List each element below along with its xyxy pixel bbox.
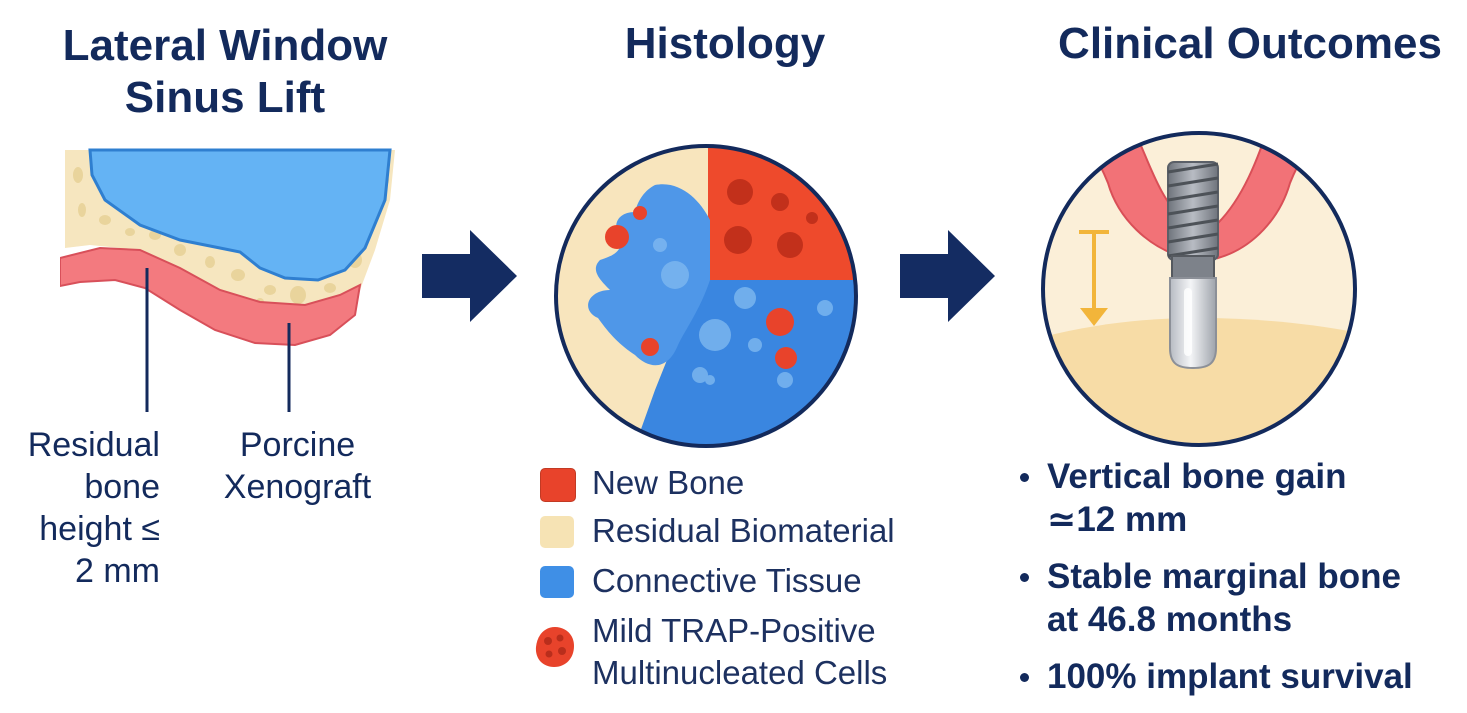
outcome-line: Stable marginal bone xyxy=(1047,557,1401,596)
histology-legend: New Bone Residual Biomaterial Connective… xyxy=(530,462,950,702)
outcome-line: Vertical bone gain xyxy=(1047,457,1347,496)
vertical-gain-arrow-icon xyxy=(1079,230,1109,326)
right-arrow-icon xyxy=(422,230,517,322)
bullet-dot xyxy=(1020,573,1029,582)
residual-label-line: height ≤ xyxy=(39,510,160,548)
bullet-dot xyxy=(1020,673,1029,682)
outcome-implant-survival: 100% implant survival xyxy=(1047,655,1413,698)
gingiva-band-shape xyxy=(60,246,362,347)
new-bone-swatch xyxy=(540,468,576,502)
xenograft-label-line: Porcine xyxy=(239,426,356,464)
connective-tissue-swatch xyxy=(540,566,574,598)
outcome-line: ≃12 mm xyxy=(1047,500,1188,539)
dental-implant-icon xyxy=(1167,161,1219,370)
outcome-marginal-bone: Stable marginal bone at 46.8 months xyxy=(1047,555,1401,641)
outcomes-list: Vertical bone gain ≃12 mm Stable margina… xyxy=(1010,455,1460,705)
legend-connective-tissue: Connective Tissue xyxy=(592,562,862,599)
left-title-line1: Lateral Window xyxy=(62,21,388,70)
xenograft-label-line: Xenograft xyxy=(223,468,372,506)
histology-circle xyxy=(554,144,858,448)
left-title-line2: Sinus Lift xyxy=(124,73,326,122)
outcome-line: 100% implant survival xyxy=(1047,657,1413,696)
legend-trap-cells: Mild TRAP-Positive Multinucleated Cells xyxy=(592,610,887,694)
sinus-cavity-shape xyxy=(88,148,392,282)
multinucleated-cell-icon xyxy=(535,627,574,667)
left-panel-title: Lateral Window Sinus Lift xyxy=(20,20,430,124)
sinus-lift-illustration xyxy=(60,148,395,412)
middle-panel-title: Histology xyxy=(624,19,826,68)
outcome-vertical-gain: Vertical bone gain ≃12 mm xyxy=(1047,455,1347,541)
residual-label-line: bone xyxy=(84,468,160,506)
right-panel-title: Clinical Outcomes xyxy=(1058,19,1442,68)
residual-label-line: Residual xyxy=(27,426,160,464)
outcome-line: at 46.8 months xyxy=(1047,600,1293,639)
residual-bone-label: Residual bone height ≤ 2 mm xyxy=(10,424,160,592)
new-bone-region xyxy=(708,146,856,280)
legend-trap-line: Mild TRAP-Positive xyxy=(592,612,876,649)
porcine-xenograft-label: Porcine Xenograft xyxy=(205,424,390,508)
trap-positive-cells xyxy=(605,206,797,369)
alveolar-bone-shape xyxy=(1043,318,1355,445)
residual-label-line: 2 mm xyxy=(75,552,160,590)
implant-illustration xyxy=(1041,131,1357,447)
legend-residual-biomaterial: Residual Biomaterial xyxy=(592,512,895,549)
bullet-dot xyxy=(1020,473,1029,482)
legend-new-bone: New Bone xyxy=(592,464,745,501)
legend-trap-line: Multinucleated Cells xyxy=(592,654,888,691)
residual-biomaterial-swatch xyxy=(540,516,574,548)
right-arrow-icon xyxy=(900,230,995,322)
